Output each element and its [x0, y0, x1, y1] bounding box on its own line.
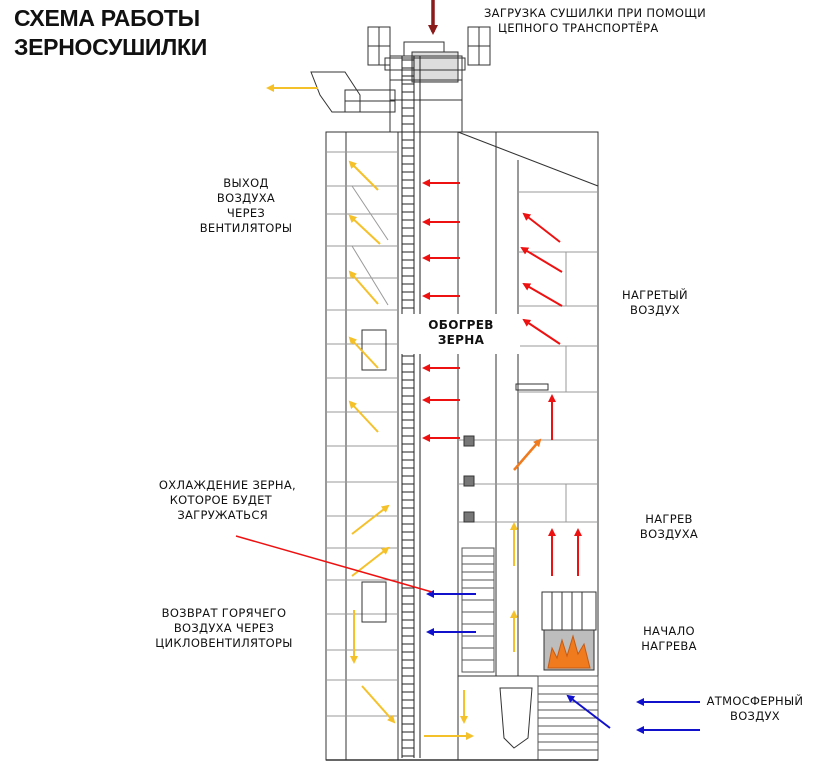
- cooling-pointer-line: [235, 535, 433, 593]
- label-air-exit: ВЫХОД ВОЗДУХА ЧЕРЕЗ ВЕНТИЛЯТОРЫ: [199, 176, 293, 235]
- label-grain-heating: ОБОГРЕВ ЗЕРНА: [428, 318, 494, 347]
- vent-grid: [461, 547, 495, 673]
- label-atmospheric-air: АТМОСФЕРНЫЙ ВОЗДУХ: [706, 694, 804, 723]
- label-grain-cooling: ОХЛАЖДЕНИЕ ЗЕРНА, КОТОРОЕ БУДЕТ ЗАГРУЖАТ…: [158, 478, 296, 522]
- grain-heating-panel: [400, 314, 520, 354]
- label-heating-start: НАЧАЛО НАГРЕВА: [641, 624, 697, 653]
- tower-panel-lines: [326, 151, 398, 717]
- flame-icon: [547, 634, 591, 669]
- cold-air-arrows: [426, 590, 700, 734]
- burner-frame: [541, 591, 597, 631]
- hot-air-arrows: [422, 179, 582, 576]
- right-section-panel-lines: [458, 191, 598, 523]
- exhaust-hopper: [310, 71, 361, 113]
- label-heated-air: НАГРЕТЫЙ ВОЗДУХ: [622, 288, 688, 317]
- label-loading: ЗАГРУЗКА СУШИЛКИ ПРИ ПОМОЩИ ЦЕПНОГО ТРАН…: [484, 6, 707, 35]
- heating-section: [457, 131, 599, 677]
- chain-conveyor: [401, 56, 421, 758]
- exhaust-air-arrows: [266, 84, 518, 740]
- cyclone: [499, 687, 533, 749]
- transition-arrow: [513, 438, 542, 471]
- page-title: СХЕМА РАБОТЫ ЗЕРНОСУШИЛКИ: [14, 5, 207, 60]
- label-air-heating: НАГРЕВ ВОЗДУХА: [639, 512, 699, 541]
- air-intake-louvres: [537, 675, 599, 761]
- dryer-structure: [310, 26, 599, 761]
- label-hot-air-return: ВОЗВРАТ ГОРЯЧЕГО ВОЗДУХА ЧЕРЕЗ ЦИКЛОВЕНТ…: [155, 606, 293, 650]
